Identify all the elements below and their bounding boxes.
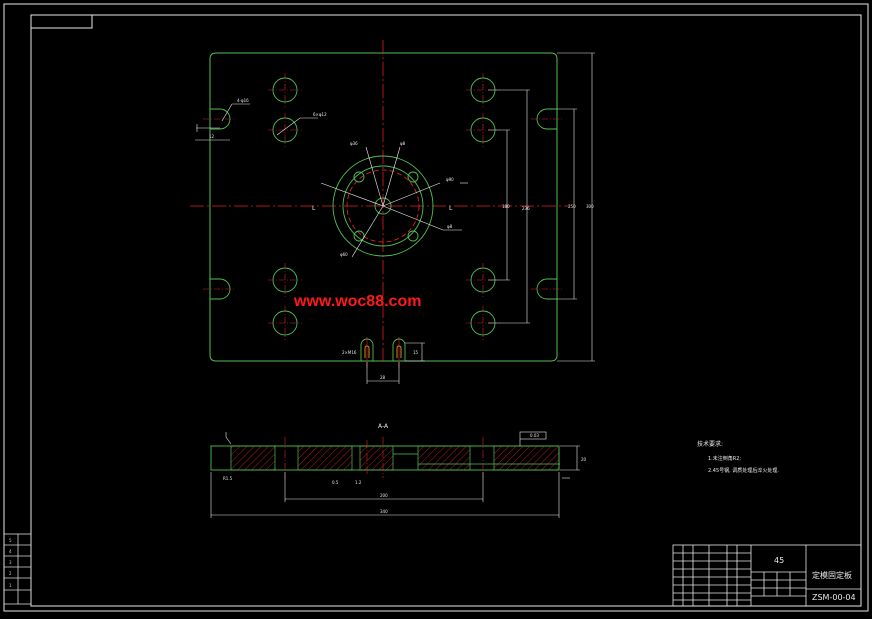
left-table-row-3: 3 — [9, 560, 12, 565]
dim-236: 236 — [522, 206, 530, 211]
dimension-lines-right — [488, 52, 595, 362]
section-dim-right: 20 — [581, 457, 587, 462]
plate-plan-view: 180 236 250 300 28 15 2×M16 4 — [190, 40, 595, 384]
title-drawing-no: ZSM-00-04 — [812, 593, 856, 602]
slot-depth-dim: 15 — [413, 350, 419, 355]
section-dim-mid: 0.5 — [332, 480, 339, 485]
left-margin-table — [3, 533, 32, 605]
section-dim-r: R1.5 — [223, 476, 233, 481]
sheet-border — [3, 3, 869, 612]
section-dim-200: 200 — [380, 493, 388, 498]
section-mark-left: L — [312, 205, 316, 212]
bolt-holes-note: 6×φ12 — [313, 112, 327, 117]
section-dim-340: 340 — [380, 509, 388, 514]
dim-250: 250 — [568, 204, 576, 209]
bottom-note: 2×M16 — [342, 350, 357, 355]
watermark: www.woc88.com — [293, 293, 421, 310]
section-tolerance: 0.03 — [530, 433, 539, 438]
section-view: A-A — [210, 423, 587, 518]
left-table-row-1: 5 — [9, 538, 12, 543]
title-material: 45 — [774, 556, 784, 565]
tech-title: 技术要求: — [697, 440, 723, 448]
section-label: A-A — [378, 423, 389, 430]
tech-line-1: 1.未注倒角R2; — [708, 455, 741, 462]
left-table-row-2: 4 — [9, 549, 12, 554]
left-dim: 12 — [209, 134, 215, 139]
section-dim-mid2: 1.2 — [355, 480, 362, 485]
tech-requirements: 技术要求: 1.未注倒角R2; 2.45号钢, 调质处理后淬火处理. — [697, 440, 779, 474]
tech-line-2: 2.45号钢, 调质处理后淬火处理. — [708, 467, 779, 474]
left-hole-note: 4-φ16 — [237, 98, 249, 103]
ring-outer-note: φ90 — [446, 177, 454, 182]
title-part-name: 定模固定板 — [812, 570, 852, 580]
dim-300: 300 — [586, 204, 594, 209]
left-table-row-5: 1 — [9, 583, 12, 588]
center-small-note: φ8 — [400, 141, 406, 146]
slot-width-dim: 28 — [380, 375, 386, 380]
ring-bolt-note: φ8 — [447, 224, 453, 229]
dim-180: 180 — [502, 204, 510, 209]
center-ring — [332, 155, 434, 257]
title-block — [672, 544, 862, 607]
section-mark-right: L — [449, 205, 453, 212]
ring-inner-note: φ60 — [340, 252, 348, 257]
left-table-row-4: 2 — [9, 571, 12, 576]
center-holes-note: φ36 — [350, 141, 358, 146]
